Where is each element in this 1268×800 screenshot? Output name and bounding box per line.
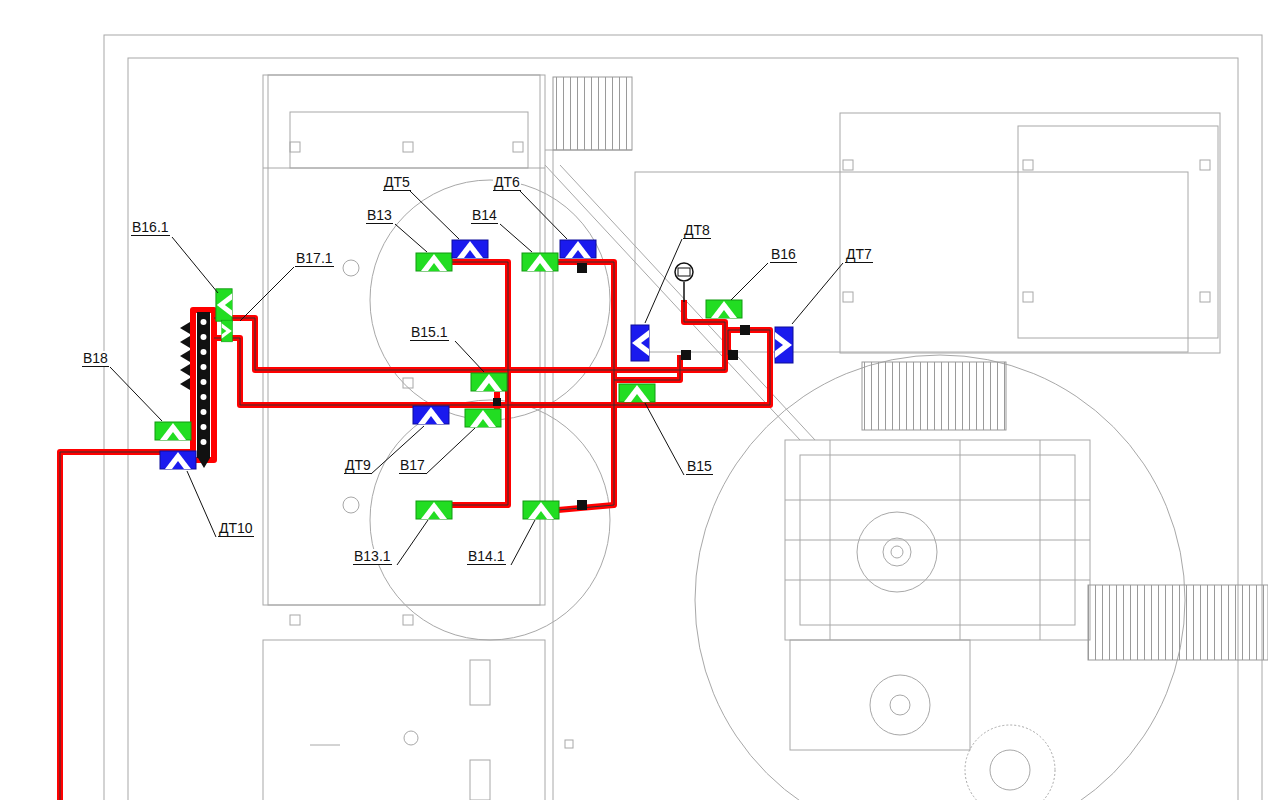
callout-label: В15 bbox=[686, 459, 713, 475]
callout-label: ДТ8 bbox=[683, 223, 711, 239]
leader-line bbox=[110, 191, 843, 565]
callout-label: В16 bbox=[770, 247, 797, 263]
callout-label: В13.1 bbox=[353, 549, 392, 565]
callout-label: ДТ7 bbox=[845, 247, 873, 263]
callout-label: В15.1 bbox=[410, 325, 449, 341]
callout-label: В17.1 bbox=[295, 251, 334, 267]
callout-label: В16.1 bbox=[131, 220, 170, 236]
callout-label: ДТ6 bbox=[493, 175, 521, 191]
pipe-run bbox=[60, 262, 770, 800]
callout-label: ДТ9 bbox=[344, 458, 372, 474]
callout-label: В13 bbox=[366, 208, 393, 224]
callout-label: ДТ10 bbox=[218, 521, 254, 537]
callout-label: ДТ5 bbox=[383, 175, 411, 191]
fitting bbox=[493, 263, 750, 510]
sensor-device bbox=[675, 263, 693, 302]
building-outline bbox=[104, 35, 1262, 800]
sensor-symbol bbox=[155, 240, 793, 519]
callout-label: В18 bbox=[82, 351, 109, 367]
callout-label: В14.1 bbox=[467, 549, 506, 565]
manifold bbox=[180, 312, 210, 468]
callout-label: В14 bbox=[471, 208, 498, 224]
callout-label: В17 bbox=[399, 458, 426, 474]
